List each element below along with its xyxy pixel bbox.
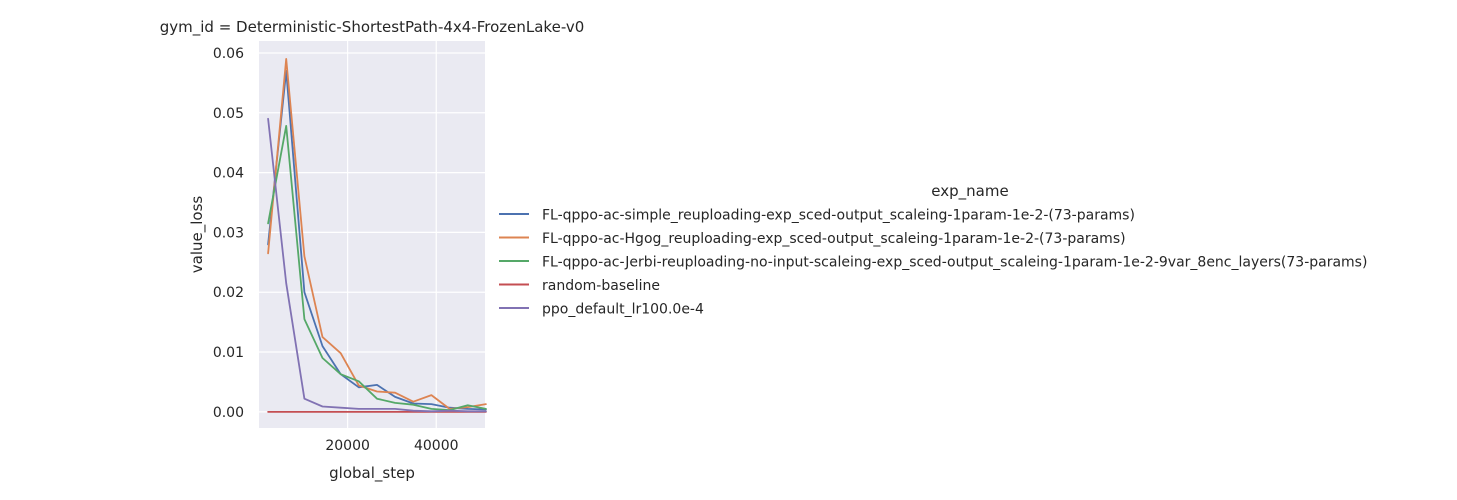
legend-label: FL-qppo-ac-simple_reuploading-exp_sced-o… <box>542 208 1135 224</box>
y-tick-label: 0.02 <box>213 285 244 301</box>
y-tick-label: 0.04 <box>213 166 244 182</box>
legend-label: ppo_default_lr100.0e-4 <box>542 302 704 318</box>
series-lines <box>267 58 487 413</box>
series-line <box>267 58 487 410</box>
legend-items: FL-qppo-ac-simple_reuploading-exp_sced-o… <box>499 208 1367 318</box>
y-tick-label: 0.03 <box>213 225 244 241</box>
y-tick-label: 0.05 <box>213 106 244 122</box>
x-gridlines <box>347 41 437 428</box>
legend: exp_name FL-qppo-ac-simple_reuploading-e… <box>499 182 1367 318</box>
x-tick-label: 40000 <box>414 438 459 454</box>
x-axis-label: global_step <box>329 464 415 483</box>
plot-background <box>259 41 485 428</box>
y-tick-label: 0.01 <box>213 345 244 361</box>
legend-title: exp_name <box>931 182 1008 201</box>
y-tick-label: 0.06 <box>213 46 244 62</box>
y-tick-label: 0.00 <box>213 405 244 421</box>
series-line <box>267 117 487 413</box>
x-tick-label: 20000 <box>325 438 370 454</box>
chart-title: gym_id = Deterministic-ShortestPath-4x4-… <box>160 18 585 37</box>
y-tick-labels: 0.00 0.01 0.02 0.03 0.04 0.05 0.06 <box>213 46 244 421</box>
x-tick-labels: 20000 40000 <box>325 438 458 454</box>
legend-label: random-baseline <box>542 278 660 294</box>
series-line <box>267 70 487 411</box>
legend-label: FL-qppo-ac-Hgog_reuploading-exp_sced-out… <box>542 231 1126 247</box>
legend-label: FL-qppo-ac-Jerbi-reuploading-no-input-sc… <box>542 255 1367 271</box>
y-axis-label: value_loss <box>188 196 207 274</box>
